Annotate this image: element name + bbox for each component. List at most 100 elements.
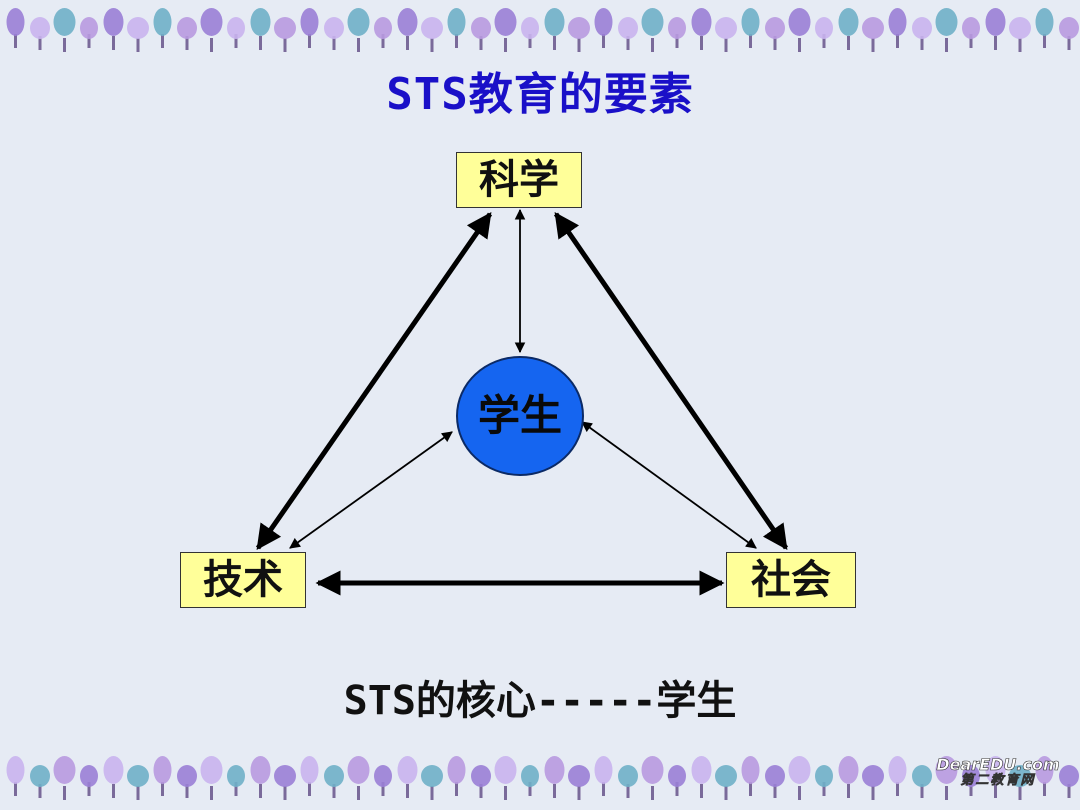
tree-ornament <box>53 756 76 800</box>
tree-ornament <box>544 8 565 50</box>
tree-ornament <box>80 17 98 48</box>
tree-ornament <box>641 756 664 800</box>
tree-ornament <box>200 756 223 800</box>
tree-ornament <box>6 756 25 796</box>
tree-ornament <box>594 756 613 796</box>
tree-ornament <box>397 8 418 50</box>
tree-ornament <box>594 8 613 48</box>
decorative-tree-border-top <box>6 8 1079 52</box>
tree-ornament <box>568 17 590 52</box>
tree-ornament <box>80 765 98 796</box>
tree-ornament <box>641 8 664 52</box>
arrow-student-technology <box>289 431 453 549</box>
tree-ornament <box>568 765 590 800</box>
tree-ornament <box>447 756 466 796</box>
tree-ornament <box>838 8 859 50</box>
tree-ornament <box>1059 17 1079 50</box>
tree-ornament <box>494 8 517 52</box>
tree-ornament <box>862 765 884 800</box>
tree-ornament <box>103 756 124 798</box>
tree-ornament <box>274 765 296 800</box>
tree-ornament <box>127 17 149 52</box>
tree-ornament <box>668 17 686 48</box>
node-science: 科学 <box>456 152 582 208</box>
node-technology: 技术 <box>180 552 306 608</box>
tree-ornament <box>324 17 344 50</box>
tree-ornament <box>153 8 172 48</box>
tree-ornament <box>421 17 443 52</box>
tree-ornament <box>962 17 980 48</box>
tree-ornament <box>985 8 1006 50</box>
tree-ornament <box>200 8 223 52</box>
tree-ornament <box>985 756 1006 798</box>
tree-ornament <box>788 756 811 800</box>
tree-ornament <box>715 765 737 800</box>
tree-ornament <box>1035 756 1054 796</box>
arrow-student-society <box>581 421 757 549</box>
tree-ornament <box>815 765 833 796</box>
tree-ornament <box>544 756 565 798</box>
tree-ornament <box>397 756 418 798</box>
tree-ornament <box>447 8 466 48</box>
tree-ornament <box>1009 17 1031 52</box>
tree-ornament <box>618 17 638 50</box>
node-society: 社会 <box>726 552 856 608</box>
tree-ornament <box>324 765 344 798</box>
logo-subtext: 第二教育网 <box>960 773 1036 788</box>
tree-ornament <box>765 17 785 50</box>
tree-ornament <box>127 765 149 800</box>
tree-ornament <box>691 8 712 50</box>
tree-ornament <box>668 765 686 796</box>
tree-ornament <box>250 756 271 798</box>
tree-ornament <box>300 756 319 796</box>
tree-ornament <box>471 17 491 50</box>
tree-ornament <box>935 8 958 52</box>
tree-ornament <box>815 17 833 48</box>
tree-ornament <box>274 17 296 52</box>
tree-ornament <box>715 17 737 52</box>
tree-ornament <box>30 765 50 798</box>
tree-ornament <box>103 8 124 50</box>
tree-ornament <box>1059 765 1079 798</box>
tree-ornament <box>912 765 932 798</box>
node-student: 学生 <box>456 356 584 476</box>
tree-ornament <box>30 17 50 50</box>
tree-ornament <box>521 17 539 48</box>
tree-ornament <box>347 8 370 52</box>
tree-ornament <box>374 765 392 796</box>
tree-ornament <box>888 756 907 796</box>
tree-ornament <box>935 756 958 800</box>
tree-ornament <box>177 765 197 798</box>
tree-ornament <box>53 8 76 52</box>
tree-ornament <box>471 765 491 798</box>
tree-ornament <box>691 756 712 798</box>
tree-ornament <box>374 17 392 48</box>
arrow-science-technology <box>255 211 493 551</box>
tree-ornament <box>862 17 884 52</box>
tree-ornament <box>227 765 245 796</box>
logo-text: DearEDU.com <box>936 755 1060 774</box>
tree-ornament <box>765 765 785 798</box>
tree-ornament <box>177 17 197 50</box>
tree-ornament <box>250 8 271 50</box>
tree-ornament <box>6 8 25 48</box>
tree-ornament <box>788 8 811 52</box>
tree-ornament <box>153 756 172 796</box>
tree-ornament <box>1009 765 1031 800</box>
decorative-tree-border-bottom <box>6 756 1079 800</box>
tree-ornament <box>888 8 907 48</box>
caption: STS的核心-----学生 <box>343 678 737 724</box>
tree-ornament <box>494 756 517 800</box>
tree-ornament <box>912 17 932 50</box>
tree-ornament <box>741 8 760 48</box>
tree-ornament <box>421 765 443 800</box>
page-title: STS教育的要素 <box>386 69 694 120</box>
tree-ornament <box>1035 8 1054 48</box>
tree-ornament <box>300 8 319 48</box>
tree-ornament <box>227 17 245 48</box>
arrow-science-society <box>553 211 789 551</box>
tree-ornament <box>347 756 370 800</box>
tree-ornament <box>838 756 859 798</box>
tree-ornament <box>962 765 980 796</box>
